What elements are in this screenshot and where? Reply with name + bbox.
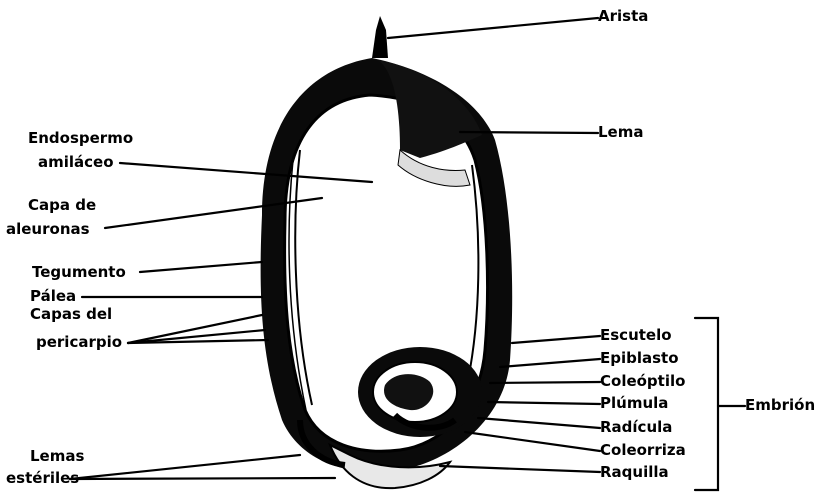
label-aleurona-1: Capa de — [28, 197, 96, 214]
awn — [372, 16, 388, 58]
label-lemas-1: Lemas — [30, 448, 84, 465]
leader-coleorriza — [465, 432, 600, 451]
leader-lemas-a — [70, 455, 300, 479]
label-coleorriza: Coleorriza — [600, 442, 686, 459]
label-embrion: Embrión — [745, 397, 815, 414]
leader-plumula — [488, 402, 600, 404]
label-pericarpio-1: Capas del — [30, 306, 112, 323]
leader-arista — [388, 18, 598, 38]
leader-radicula — [478, 418, 600, 428]
label-coleoptilo: Coleóptilo — [600, 373, 685, 390]
label-radicula: Radícula — [600, 419, 672, 436]
label-aleurona-2: aleuronas — [6, 221, 90, 238]
label-plumula: Plúmula — [600, 395, 668, 412]
leader-lemas-b — [70, 478, 335, 479]
label-lema: Lema — [598, 124, 643, 141]
leader-pericarpio-a — [128, 315, 262, 343]
leader-escutelo — [512, 336, 600, 343]
leader-epiblasto — [500, 359, 600, 367]
label-palea: Pálea — [30, 288, 76, 305]
leader-lema — [460, 132, 598, 133]
leader-raquilla — [440, 466, 600, 472]
label-arista: Arista — [598, 8, 648, 25]
label-lemas-2: estériles — [6, 470, 79, 487]
label-epiblasto: Epiblasto — [600, 350, 679, 367]
label-raquilla: Raquilla — [600, 464, 669, 481]
label-endospermo-2: amiláceo — [38, 154, 114, 171]
embryo-bracket — [695, 318, 718, 490]
label-endospermo-1: Endospermo — [28, 130, 133, 147]
label-tegumento: Tegumento — [32, 264, 126, 281]
label-escutelo: Escutelo — [600, 327, 672, 344]
leader-tegumento — [140, 262, 262, 272]
leader-coleoptilo — [490, 382, 600, 383]
label-pericarpio-2: pericarpio — [36, 334, 122, 351]
